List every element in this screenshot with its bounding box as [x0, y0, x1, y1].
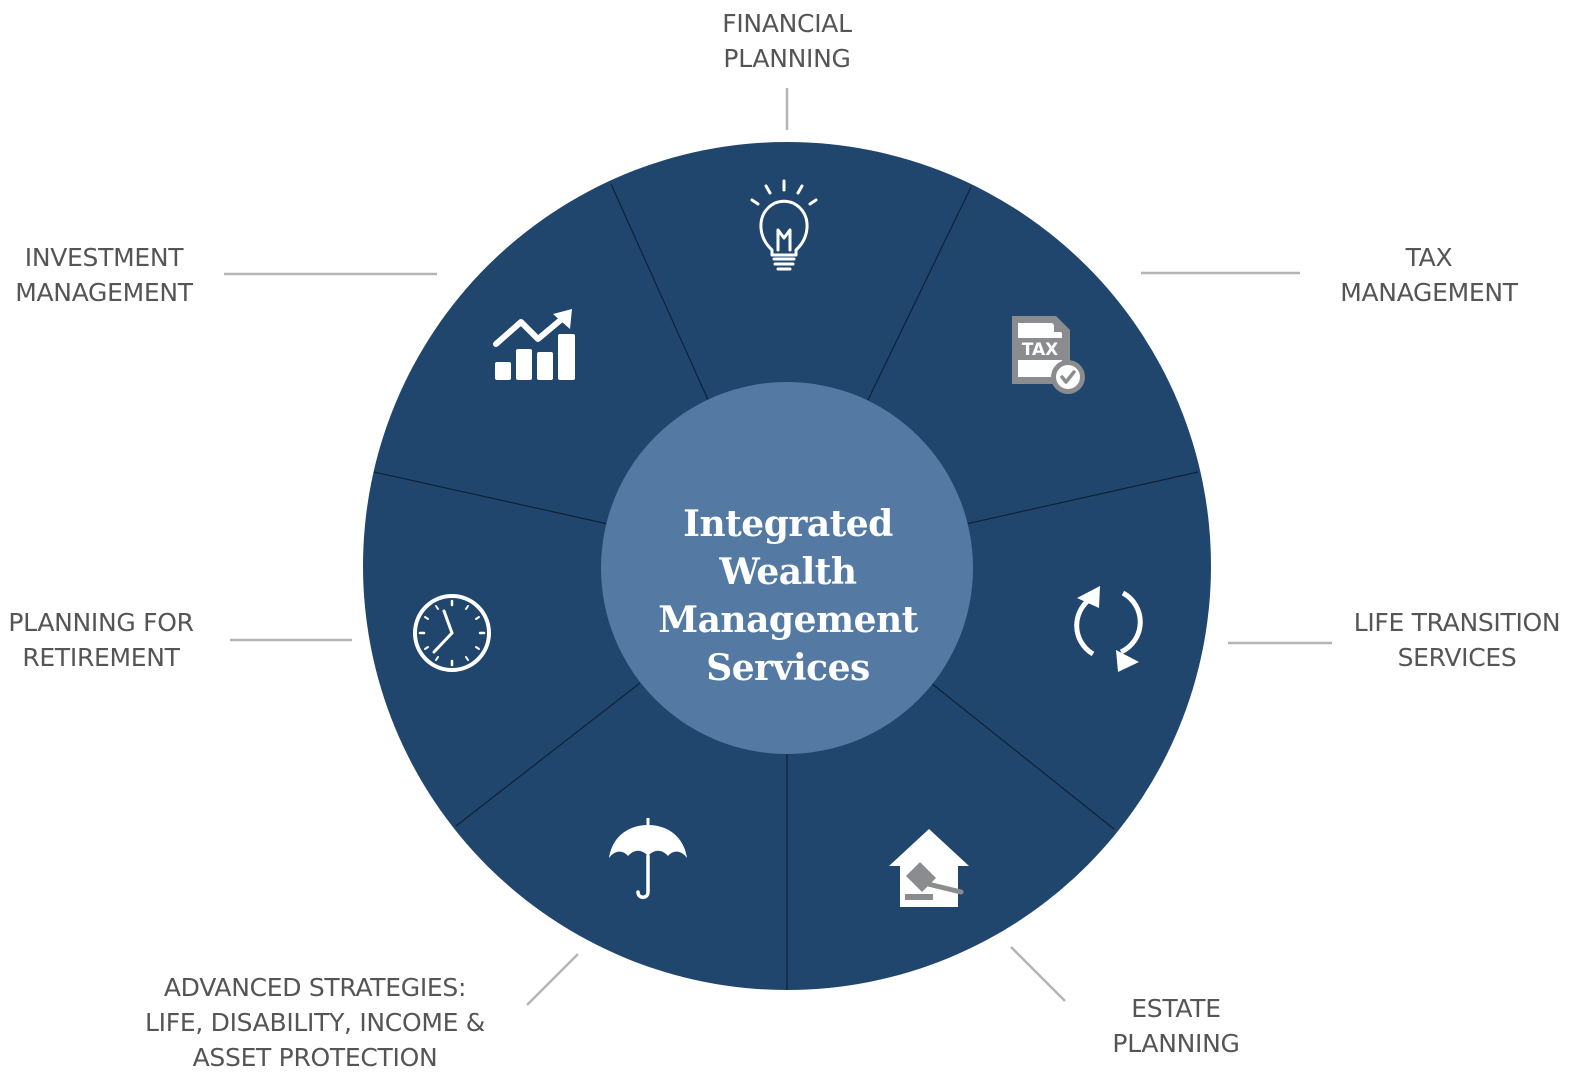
label-line: LIFE, DISABILITY, INCOME & — [145, 1008, 485, 1037]
label-investment-management: INVESTMENT MANAGEMENT — [2, 240, 206, 310]
hub-title-line-1: Integrated — [683, 503, 893, 545]
divider-line — [373, 471, 609, 525]
divider-line — [455, 682, 641, 827]
label-line: PLANNING — [1112, 1029, 1240, 1058]
label-line: PLANNING — [723, 44, 851, 73]
label-line: RETIREMENT — [22, 643, 180, 672]
umbrella-icon — [609, 818, 687, 899]
clock-icon — [413, 594, 491, 672]
segment-dividers — [373, 183, 1199, 990]
hub-circle — [601, 382, 973, 754]
label-line: ADVANCED STRATEGIES: — [163, 973, 467, 1002]
divider-line — [965, 471, 1199, 525]
label-line: PLANNING FOR — [8, 608, 194, 637]
growth-chart-icon — [493, 309, 575, 380]
label-life-transition-services: LIFE TRANSITION SERVICES — [1347, 605, 1567, 675]
hub-title-line-2: Wealth Management — [658, 551, 918, 641]
label-line: LIFE TRANSITION — [1353, 608, 1561, 637]
label-line: TAX — [1405, 243, 1453, 272]
label-line: INVESTMENT — [24, 243, 184, 272]
tax-document-icon: TAX — [1012, 316, 1085, 394]
leader-line-advanced-strategies — [526, 953, 579, 1006]
label-line: FINANCIAL — [722, 9, 852, 38]
label-financial-planning: FINANCIAL PLANNING — [687, 6, 887, 76]
label-line: ASSET PROTECTION — [192, 1043, 438, 1072]
label-tax-management: TAX MANAGEMENT — [1319, 240, 1539, 310]
svg-text:TAX: TAX — [1022, 340, 1059, 360]
hub-title: Integrated Wealth Management Services — [588, 500, 988, 692]
house-gavel-icon — [889, 829, 969, 907]
divider-line — [866, 186, 972, 403]
label-line: MANAGEMENT — [1340, 278, 1518, 307]
divider-line — [610, 183, 710, 403]
label-advanced-strategies: ADVANCED STRATEGIES: LIFE, DISABILITY, I… — [140, 970, 490, 1075]
label-line: ESTATE — [1131, 994, 1221, 1023]
label-line: MANAGEMENT — [15, 278, 193, 307]
label-estate-planning: ESTATE PLANNING — [1076, 991, 1276, 1061]
lightbulb-icon — [750, 179, 818, 271]
label-planning-for-retirement: PLANNING FOR RETIREMENT — [0, 605, 202, 675]
hub-title-line-3: Services — [706, 647, 870, 689]
label-line: SERVICES — [1397, 643, 1517, 672]
leader-lines — [224, 88, 1332, 1006]
leader-line-estate-planning — [1010, 946, 1066, 1002]
divider-line — [930, 682, 1115, 830]
refresh-cycle-icon — [1074, 586, 1143, 672]
